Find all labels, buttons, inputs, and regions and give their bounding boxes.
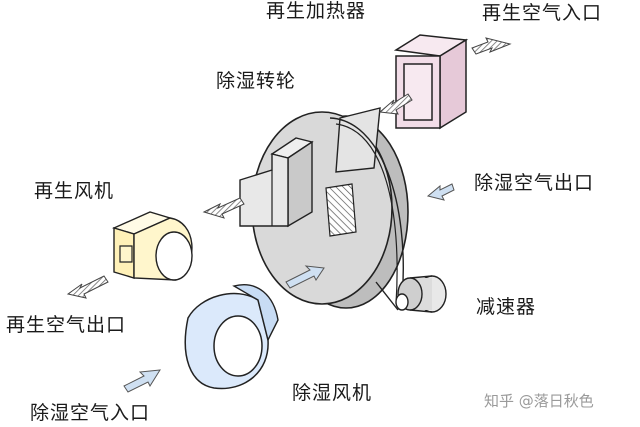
regen-air-in-arrow [471, 37, 512, 55]
label-dehum-fan: 除湿风机 [292, 382, 373, 404]
regen-duct [239, 137, 314, 228]
fan-to-rotor-arrow [285, 265, 325, 289]
dehum-fan [184, 284, 279, 390]
regen-fan [111, 211, 193, 281]
gear-reducer [395, 275, 447, 313]
regen-to-fan-arrow [202, 197, 245, 219]
dehumidifier-rotor [251, 107, 409, 309]
label-regen-air-in: 再生空气入口 [482, 2, 603, 24]
label-regen-fan: 再生风机 [34, 180, 115, 202]
regen-heater-box [393, 34, 469, 130]
label-regen-heater: 再生加热器 [266, 0, 367, 22]
heater-to-rotor-arrow [378, 93, 413, 115]
label-dehum-rotor: 除湿转轮 [216, 70, 297, 92]
drive-belt [329, 117, 404, 311]
dry-air-out-arrow [426, 183, 455, 201]
watermark: 知乎 @落日秋色 [484, 392, 594, 410]
label-dry-air-out: 除湿空气出口 [474, 172, 595, 194]
regen-air-out-arrow [66, 275, 109, 299]
label-dehum-air-in: 除湿空气入口 [30, 402, 151, 424]
label-regen-air-out: 再生空气出口 [6, 314, 127, 336]
dehum-air-in-arrow [123, 369, 161, 393]
label-reducer: 减速器 [476, 296, 537, 318]
